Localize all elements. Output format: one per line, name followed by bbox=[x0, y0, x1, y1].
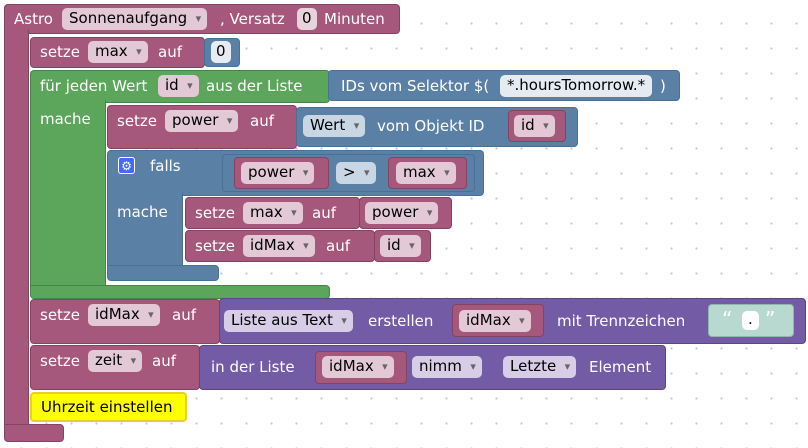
foreach-label: für jeden Wert bbox=[40, 77, 148, 95]
astro-label: Astro bbox=[14, 10, 53, 28]
set-max-auf: auf bbox=[158, 43, 182, 61]
set-power-auf: auf bbox=[250, 112, 274, 130]
foreach-list-label: aus der Liste bbox=[206, 77, 303, 95]
list-mode-dropdown[interactable]: nimm bbox=[412, 356, 482, 378]
set-max-power-auf: auf bbox=[312, 204, 336, 222]
separator-field[interactable]: . bbox=[742, 311, 759, 330]
astro-trigger-footer bbox=[4, 424, 64, 442]
set-idmax-auf: auf bbox=[326, 237, 350, 255]
if-footer bbox=[107, 265, 219, 281]
set-idmax-list-auf: auf bbox=[172, 306, 196, 324]
split-mode-dropdown[interactable]: Liste aus Text bbox=[224, 310, 353, 332]
comment-text: Uhrzeit einstellen bbox=[41, 398, 173, 416]
set-idmax-list-setze: setze bbox=[40, 306, 81, 324]
list-get-label: in der Liste bbox=[211, 358, 295, 376]
compare-operator-dropdown[interactable]: > bbox=[336, 162, 376, 184]
id-value-dropdown[interactable]: id bbox=[380, 235, 421, 257]
comment-block[interactable] bbox=[30, 392, 187, 422]
object-id-label: vom Objekt ID bbox=[377, 117, 485, 135]
gear-icon[interactable]: ⚙ bbox=[118, 157, 135, 174]
idmax-var-dropdown[interactable]: idMax bbox=[459, 310, 531, 332]
astro-event-dropdown[interactable]: Sonnenaufgang bbox=[62, 8, 208, 30]
selector-input[interactable]: *.hoursTomorrow.* bbox=[500, 75, 653, 97]
value-type-dropdown[interactable]: Wert bbox=[303, 115, 366, 137]
list-element-label: Element bbox=[589, 358, 652, 376]
quote-close: ” bbox=[765, 307, 776, 331]
set-power-var-dropdown[interactable]: power bbox=[165, 110, 239, 132]
astro-offset-label: , Versatz bbox=[220, 10, 285, 28]
foreach-body-bar bbox=[30, 100, 106, 290]
astro-offset-field[interactable]: 0 bbox=[297, 8, 317, 30]
set-zeit-auf: auf bbox=[152, 352, 176, 370]
foreach-var-dropdown[interactable]: id bbox=[158, 75, 199, 97]
set-zeit-var-dropdown[interactable]: zeit bbox=[88, 350, 143, 372]
foreach-footer bbox=[30, 285, 330, 299]
compare-left-dropdown[interactable]: power bbox=[241, 162, 315, 184]
set-idmax-var-dropdown[interactable]: idMax bbox=[243, 235, 315, 257]
quote-open: “ bbox=[722, 307, 733, 331]
set-idmax-setze: setze bbox=[195, 237, 236, 255]
set-max-var-dropdown[interactable]: max bbox=[88, 41, 148, 63]
selector-label: IDs vom Selektor $( bbox=[341, 77, 490, 95]
power-var-dropdown[interactable]: power bbox=[365, 202, 439, 224]
set-power-setze: setze bbox=[117, 112, 158, 130]
if-falls-label: falls bbox=[150, 157, 181, 175]
foreach-mache-label: mache bbox=[40, 110, 91, 128]
number-field[interactable]: 0 bbox=[211, 41, 231, 63]
set-max-power-var-dropdown[interactable]: max bbox=[243, 202, 303, 224]
set-idmax-list-var-dropdown[interactable]: idMax bbox=[88, 304, 160, 326]
set-max-power-setze: setze bbox=[195, 204, 236, 222]
id-var-dropdown[interactable]: id bbox=[514, 115, 555, 137]
split-create-label: erstellen bbox=[368, 312, 434, 330]
if-mache-label: mache bbox=[117, 203, 168, 221]
compare-right-dropdown[interactable]: max bbox=[396, 162, 456, 184]
astro-trigger-body-bar bbox=[4, 30, 29, 430]
astro-unit-label: Minuten bbox=[324, 10, 385, 28]
list-position-dropdown[interactable]: Letzte bbox=[503, 356, 577, 378]
list-var-dropdown[interactable]: idMax bbox=[322, 356, 394, 378]
set-zeit-setze: setze bbox=[40, 352, 81, 370]
set-max-setze: setze bbox=[40, 43, 81, 61]
if-body-bar bbox=[107, 192, 183, 272]
separator-label: mit Trennzeichen bbox=[557, 312, 686, 330]
selector-close: ) bbox=[660, 77, 666, 95]
